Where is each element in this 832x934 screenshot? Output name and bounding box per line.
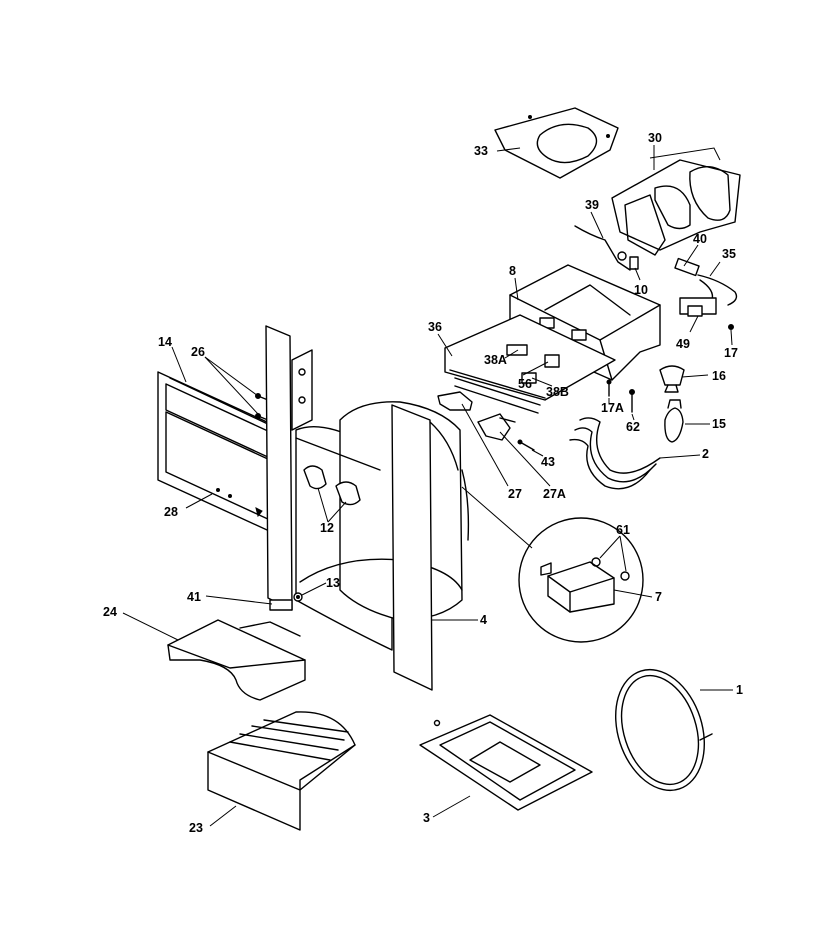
callout-13: 13 — [326, 576, 340, 590]
detail-circle-switch — [461, 486, 644, 643]
callout-40: 40 — [693, 232, 707, 246]
callout-17: 17 — [724, 346, 738, 360]
part-17A-screw — [606, 379, 612, 397]
part-30-housing — [611, 147, 741, 256]
callout-38B: 38B — [546, 385, 569, 399]
callout-27: 27 — [508, 487, 522, 501]
part-23-grille — [207, 711, 356, 831]
part-62-screw — [629, 389, 635, 413]
part-33-cover-plate — [494, 107, 619, 179]
part-16-valve — [659, 365, 685, 393]
part-4-cavity-housing — [295, 401, 470, 691]
callout-4: 4 — [480, 613, 487, 627]
part-13-screw — [293, 592, 303, 602]
callout-8: 8 — [509, 264, 516, 278]
part-27-lever — [437, 391, 473, 411]
callout-16: 16 — [712, 369, 726, 383]
callout-43: 43 — [541, 455, 555, 469]
callout-labels: 33 30 39 40 35 10 8 36 49 17 38A 56 38B … — [103, 131, 743, 835]
callout-2: 2 — [702, 447, 709, 461]
part-56-button — [544, 354, 560, 368]
part-39-wire — [574, 225, 631, 271]
callout-14: 14 — [158, 335, 172, 349]
part-3-heater-plate — [419, 714, 593, 811]
callout-12: 12 — [320, 521, 334, 535]
part-43-screw — [517, 439, 535, 451]
part-15-bulb — [664, 399, 684, 443]
callout-35: 35 — [722, 247, 736, 261]
callout-61: 61 — [616, 523, 630, 537]
callout-23: 23 — [189, 821, 203, 835]
part-10-clip — [629, 256, 639, 270]
callout-26: 26 — [191, 345, 205, 359]
callout-39: 39 — [585, 198, 599, 212]
part-40-connector — [674, 257, 700, 277]
part-2-wire-harness — [569, 417, 661, 490]
callout-24: 24 — [103, 605, 117, 619]
part-49-switch — [679, 297, 717, 317]
callout-41: 41 — [187, 590, 201, 604]
part-17-screw — [728, 324, 734, 330]
callout-49: 49 — [676, 337, 690, 351]
callout-27A: 27A — [543, 487, 566, 501]
side-strip — [265, 325, 313, 611]
callout-7: 7 — [655, 590, 662, 604]
callout-10: 10 — [634, 283, 648, 297]
leader-lines — [122, 145, 733, 827]
callout-62: 62 — [626, 420, 640, 434]
callout-28: 28 — [164, 505, 178, 519]
callout-3: 3 — [423, 811, 430, 825]
callout-38A: 38A — [484, 353, 507, 367]
part-38B-tab — [521, 372, 537, 384]
part-27A-lever — [477, 413, 516, 441]
callout-33: 33 — [474, 144, 488, 158]
part-41-bushing — [269, 599, 293, 611]
callout-56: 56 — [518, 377, 532, 391]
callout-36: 36 — [428, 320, 442, 334]
callout-17A: 17A — [601, 401, 624, 415]
part-38A-tab — [506, 344, 528, 356]
part-12-hinges — [303, 465, 361, 506]
callout-15: 15 — [712, 417, 726, 431]
part-36-panel — [444, 314, 616, 414]
part-1-ring — [614, 668, 713, 792]
callout-30: 30 — [648, 131, 662, 145]
callout-1: 1 — [736, 683, 743, 697]
part-24-drip-tray — [167, 619, 306, 701]
